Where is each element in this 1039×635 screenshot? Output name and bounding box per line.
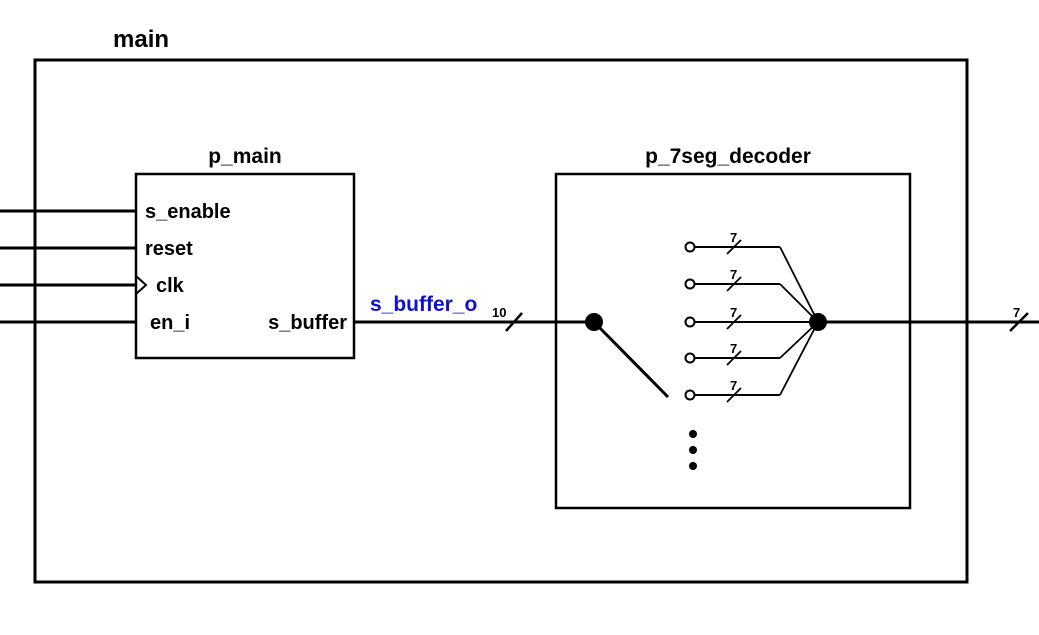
clock-edge-icon <box>135 275 148 295</box>
mux-input-5: 7 <box>684 321 819 403</box>
mux-input-2: 7 <box>684 267 819 323</box>
bus-slash-icon <box>726 314 742 330</box>
bus-width-10: 10 <box>492 305 506 320</box>
port-clk: clk <box>156 275 185 297</box>
bus-slash-icon <box>726 239 742 255</box>
bus-slash-icon <box>726 276 742 292</box>
mux-input-width: 7 <box>730 230 737 245</box>
mux-input-width: 7 <box>730 267 737 282</box>
mux-input-width: 7 <box>730 378 737 393</box>
port-s-buffer: s_buffer <box>268 312 347 334</box>
mux-switch-icon <box>592 320 670 399</box>
output-bus-width: 7 <box>1013 305 1020 320</box>
mux-input-3: 7 <box>684 305 818 330</box>
decoder-title: p_7seg_decoder <box>645 145 811 168</box>
mux-input-width: 7 <box>730 305 737 320</box>
p-main-block <box>134 172 356 360</box>
ellipsis-dots-icon <box>689 430 697 470</box>
mux-input-1: 7 <box>684 230 819 323</box>
decoder-block <box>554 172 912 510</box>
main-title: main <box>113 26 169 53</box>
bus-slash-icon <box>1009 312 1029 332</box>
p-main-title: p_main <box>208 145 282 168</box>
port-s-enable: s_enable <box>145 201 231 223</box>
bus-slash-icon <box>505 312 523 332</box>
s-buffer-o-label: s_buffer_o <box>370 293 477 316</box>
mux-input-width: 7 <box>730 341 737 356</box>
port-en-i: en_i <box>150 312 190 334</box>
bus-slash-icon <box>726 387 742 403</box>
port-reset: reset <box>145 238 193 260</box>
bus-slash-icon <box>726 350 742 366</box>
